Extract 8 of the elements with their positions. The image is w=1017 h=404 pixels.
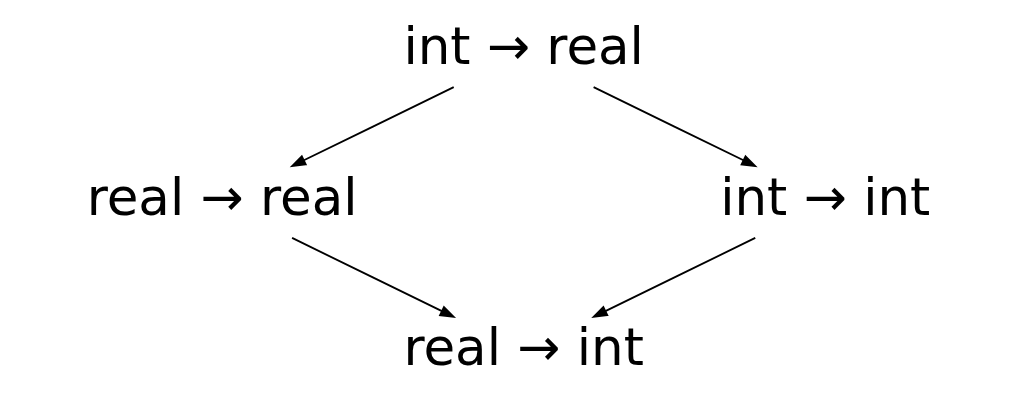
arrow — [591, 237, 757, 318]
arrow — [592, 86, 758, 168]
node-text: real → int — [403, 317, 644, 378]
node-text: int → int — [720, 166, 931, 227]
arrow — [289, 86, 455, 168]
node-text: int → real — [403, 15, 644, 76]
arrow — [291, 237, 457, 318]
node-text: real → real — [86, 166, 358, 227]
